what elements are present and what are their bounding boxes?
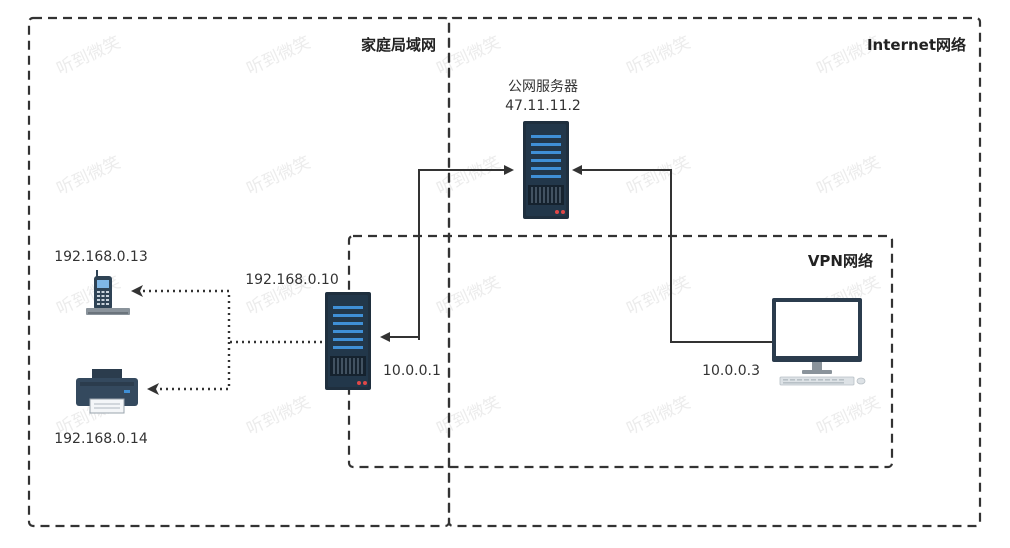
- vpn-zone: [347, 234, 894, 469]
- public-server-name: 公网服务器: [508, 79, 578, 95]
- public-server: [523, 121, 569, 219]
- link-home-server-to-printer: [147, 342, 231, 395]
- link-computer-to-public-server: [572, 165, 772, 343]
- internet-zone-label: Internet网络: [867, 36, 966, 54]
- watermark-text: 听到微笑: [814, 153, 884, 200]
- phone-icon: [86, 270, 130, 315]
- home-lan-zone: [27, 16, 451, 528]
- watermark-text: 听到微笑: [54, 33, 124, 80]
- vpn-zone-label: VPN网络: [808, 252, 873, 270]
- watermark-text: 听到微笑: [54, 153, 124, 200]
- computer-vpn-ip: 10.0.0.3: [702, 363, 760, 379]
- watermark-text: 听到微笑: [434, 273, 504, 320]
- watermark-text: 听到微笑: [814, 393, 884, 440]
- printer-icon: [76, 369, 138, 414]
- home-server-vpn-ip: 10.0.0.1: [383, 363, 441, 379]
- home-lan-zone-label: 家庭局域网: [361, 36, 436, 54]
- computer: [772, 298, 866, 386]
- internet-zone: [447, 16, 982, 528]
- monitor-icon: [772, 298, 862, 374]
- watermark-text: 听到微笑: [624, 273, 694, 320]
- watermark-text: 听到微笑: [624, 33, 694, 80]
- server-icon: [523, 121, 569, 219]
- watermark-text: 听到微笑: [244, 393, 314, 440]
- watermark-text: 听到微笑: [434, 33, 504, 80]
- watermark-text: 听到微笑: [434, 153, 504, 200]
- watermark-text: 听到微笑: [624, 153, 694, 200]
- watermark-text: 听到微笑: [244, 153, 314, 200]
- watermark-text: 听到微笑: [624, 393, 694, 440]
- printer-ip: 192.168.0.14: [54, 431, 148, 447]
- home-server: [325, 292, 371, 390]
- printer: [76, 369, 138, 414]
- phone: [86, 270, 130, 315]
- watermark-text: 听到微笑: [244, 33, 314, 80]
- watermark-text: 听到微笑: [434, 393, 504, 440]
- keyboard-icon: [779, 376, 866, 386]
- public-server-ip: 47.11.11.2: [505, 98, 581, 114]
- phone-ip: 192.168.0.13: [54, 249, 148, 265]
- home-server-lan-ip: 192.168.0.10: [245, 272, 339, 288]
- link-home-server-to-public-server: [418, 165, 514, 340]
- server-icon: [325, 292, 371, 390]
